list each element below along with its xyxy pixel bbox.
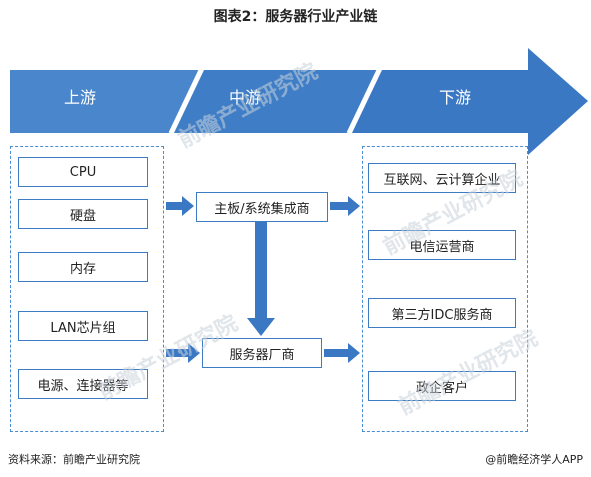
- upstream-node-power: 电源、连接器等: [18, 369, 148, 399]
- source-note: 资料来源：前瞻产业研究院: [8, 453, 140, 466]
- arrow-integrator-to-downstream: [330, 196, 360, 216]
- arrow-integrator-to-manufacturer: [247, 222, 275, 336]
- upstream-node-hdd: 硬盘: [18, 199, 148, 229]
- stage-label-upstream: 上游: [63, 88, 96, 107]
- downstream-node-internet: 互联网、云计算企业: [368, 163, 516, 193]
- stage-band-downstream: [352, 48, 588, 155]
- downstream-node-telecom: 电信运营商: [368, 230, 516, 260]
- stage-band-upstream: [10, 70, 200, 133]
- downstream-group: [362, 146, 528, 432]
- figure-title: 图表2：服务器行业产业链: [213, 9, 378, 25]
- arrow-upstream-to-manufacturer: [166, 343, 200, 363]
- credit-note: @前瞻经济学人APP: [485, 453, 583, 466]
- upstream-node-cpu: CPU: [18, 157, 148, 187]
- downstream-node-idc: 第三方IDC服务商: [368, 298, 516, 328]
- upstream-node-memory: 内存: [18, 252, 148, 282]
- stage-label-downstream: 下游: [438, 88, 471, 107]
- stage-separator: [346, 69, 380, 134]
- arrow-upstream-to-integrator: [166, 196, 194, 216]
- stage-separator: [168, 69, 202, 134]
- arrow-manufacturer-to-downstream: [324, 343, 360, 363]
- upstream-node-lan-chipset: LAN芯片组: [18, 311, 148, 341]
- upstream-group: [10, 146, 164, 432]
- midstream-node-integrator: 主板/系统集成商: [196, 192, 328, 222]
- stage-label-midstream: 中游: [228, 88, 261, 107]
- midstream-node-manufacturer: 服务器厂商: [202, 338, 322, 368]
- stage-band-midstream: [174, 70, 378, 133]
- downstream-node-gov: 政企客户: [368, 371, 516, 401]
